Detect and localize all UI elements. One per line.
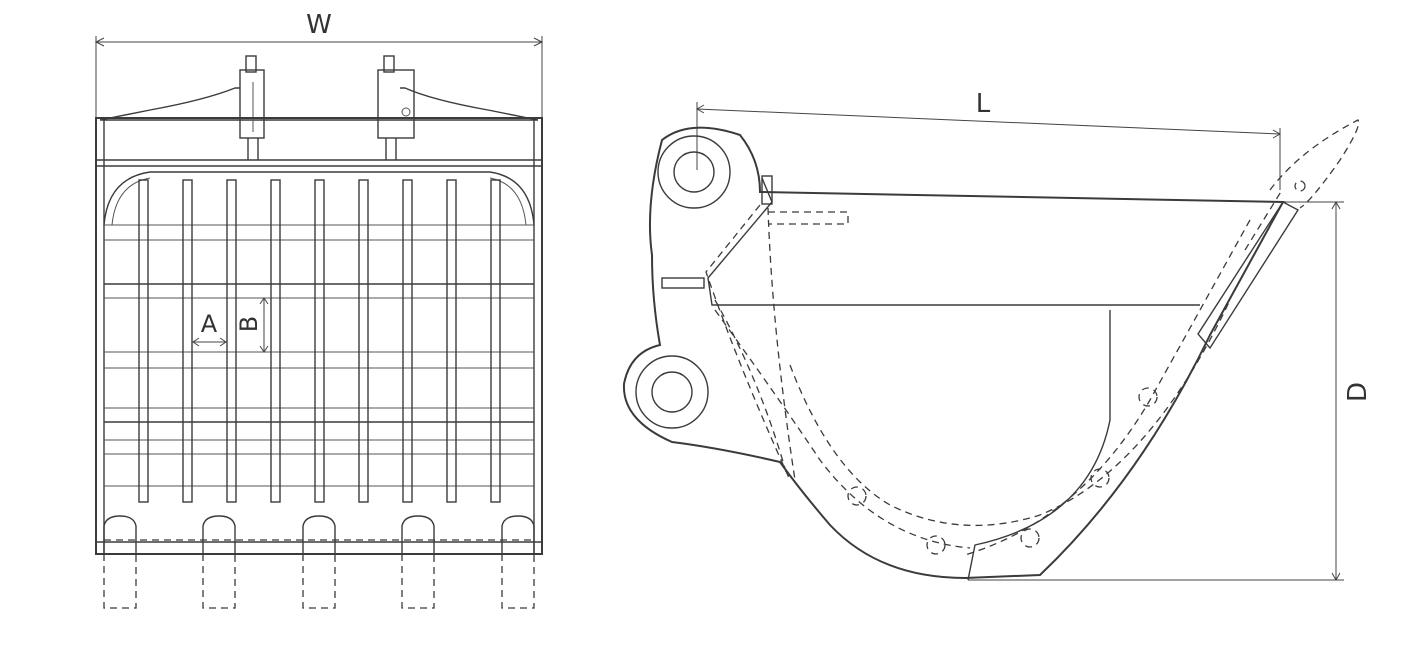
depth-dimension: D — [968, 200, 1373, 582]
length-dimension: L — [695, 89, 1282, 190]
width-dimension: W — [94, 10, 544, 120]
tooth-tip — [1269, 119, 1360, 209]
bucket-body-outline — [622, 126, 1285, 580]
gap-label: A — [201, 310, 218, 338]
depth-label: D — [1343, 382, 1373, 402]
bucket-teeth — [103, 515, 535, 609]
length-label: L — [976, 89, 991, 119]
mounting-bracket — [99, 55, 539, 160]
bucket-frame — [95, 117, 543, 555]
pin-bosses — [635, 135, 731, 429]
cross-members — [104, 224, 534, 487]
spacing-label: B — [235, 316, 263, 332]
top-slot — [768, 211, 849, 225]
width-label: W — [306, 10, 332, 40]
side-lug — [661, 277, 705, 289]
front-view: W — [94, 10, 544, 609]
gap-dimension: A — [192, 305, 227, 347]
grille-bars — [138, 179, 501, 503]
spacing-dimension: B — [235, 297, 269, 353]
inner-plate — [707, 201, 1200, 306]
bolt-holes — [847, 387, 1158, 555]
side-view: L D — [622, 89, 1373, 582]
cutting-edge — [1197, 201, 1299, 350]
